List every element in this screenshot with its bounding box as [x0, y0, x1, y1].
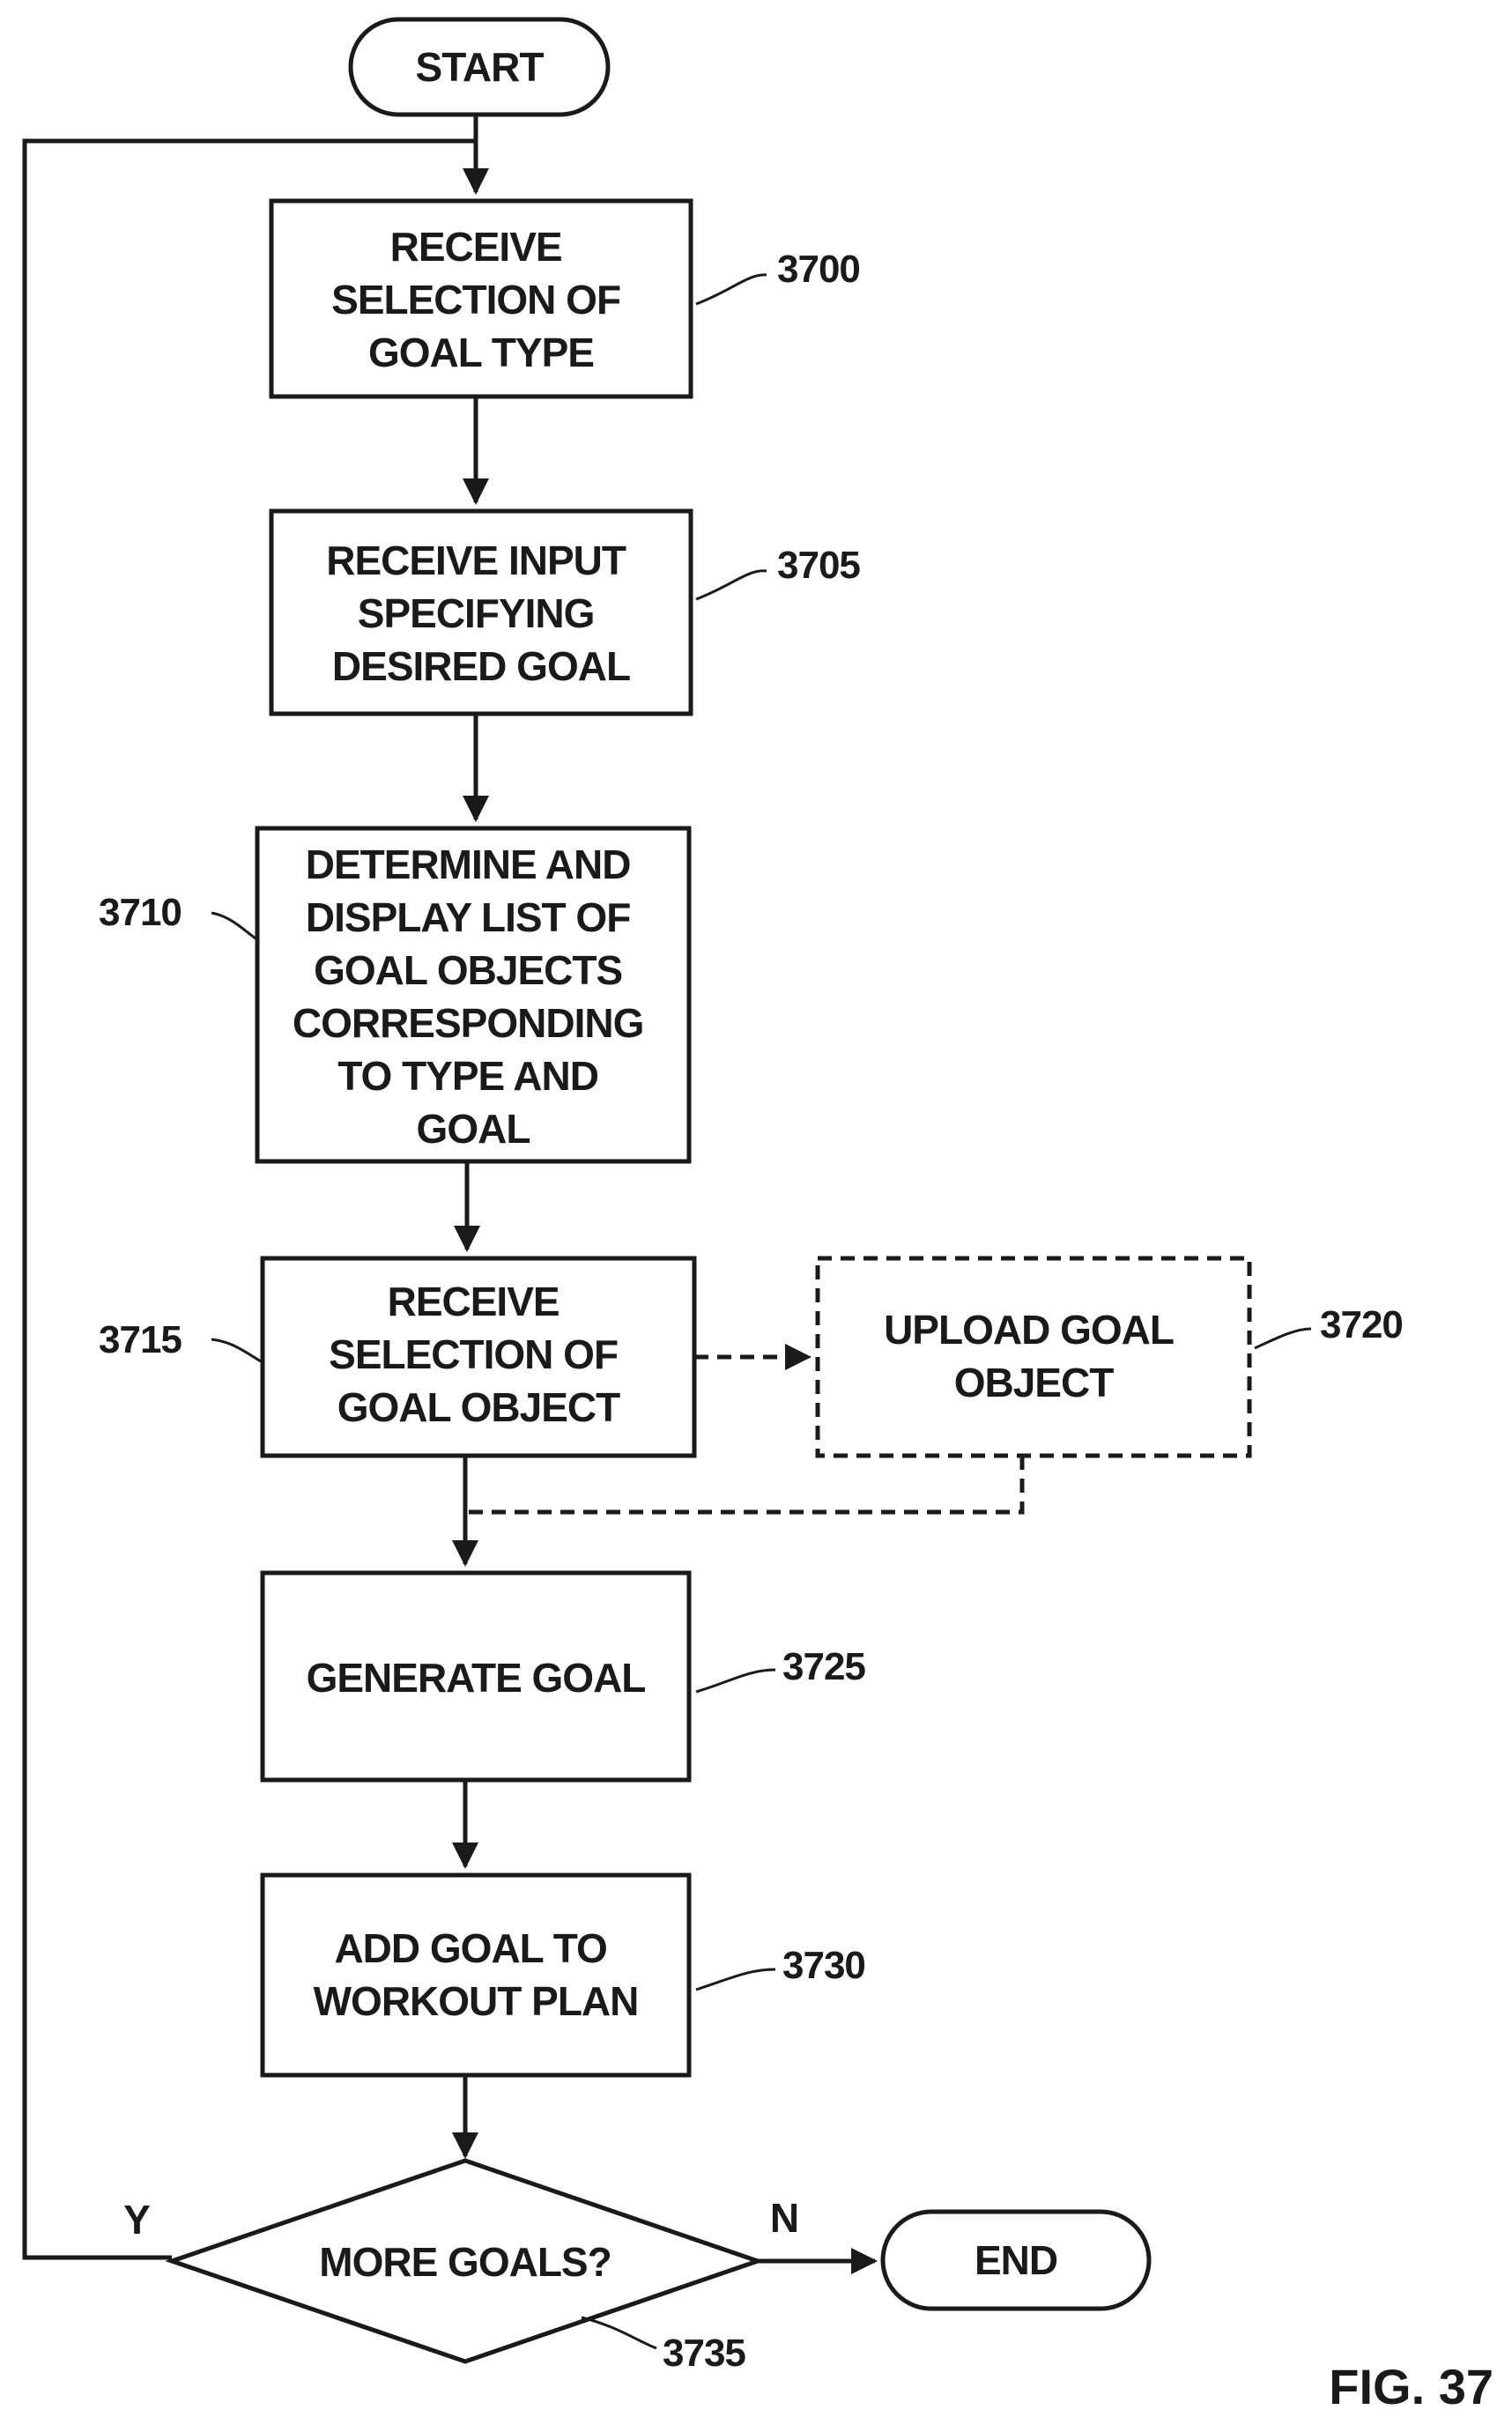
ref-3720: 3720: [1320, 1303, 1403, 1346]
start-label: START: [416, 44, 545, 90]
decision-yes-label: Y: [123, 2197, 150, 2243]
ref-3730: 3730: [782, 1944, 865, 1987]
step-3705: RECEIVE INPUT SPECIFYING DESIRED GOAL 37…: [271, 511, 860, 714]
ref-3705: 3705: [777, 544, 860, 587]
connector-3720-return: [465, 1456, 1022, 1512]
ref-3715: 3715: [99, 1318, 182, 1361]
decision-no-label: N: [770, 2195, 798, 2241]
step-3725-text: GENERATE GOAL: [307, 1655, 646, 1701]
step-3725: GENERATE GOAL 3725: [263, 1573, 865, 1780]
ref-3725: 3725: [782, 1645, 865, 1688]
end-label: END: [975, 2237, 1057, 2283]
step-3705-text: RECEIVE INPUT SPECIFYING DESIRED GOAL: [326, 538, 636, 689]
start-terminal: START: [351, 19, 608, 115]
step-3730: ADD GOAL TO WORKOUT PLAN 3730: [263, 1875, 865, 2075]
decision-3735: MORE GOALS? Y N 3735: [123, 2161, 798, 2375]
step-3720: UPLOAD GOAL OBJECT 3720: [818, 1258, 1403, 1456]
ref-3710: 3710: [99, 891, 182, 934]
ref-3700: 3700: [777, 248, 860, 291]
step-3700: RECEIVE SELECTION OF GOAL TYPE 3700: [271, 201, 860, 397]
end-terminal: END: [883, 2212, 1149, 2309]
figure-label: FIG. 37: [1329, 2359, 1493, 2414]
step-3710: DETERMINE AND DISPLAY LIST OF GOAL OBJEC…: [99, 828, 689, 1161]
decision-question: MORE GOALS?: [319, 2239, 611, 2285]
ref-3735: 3735: [663, 2332, 745, 2375]
step-3715: RECEIVE SELECTION OF GOAL OBJECT 3715: [99, 1258, 694, 1456]
